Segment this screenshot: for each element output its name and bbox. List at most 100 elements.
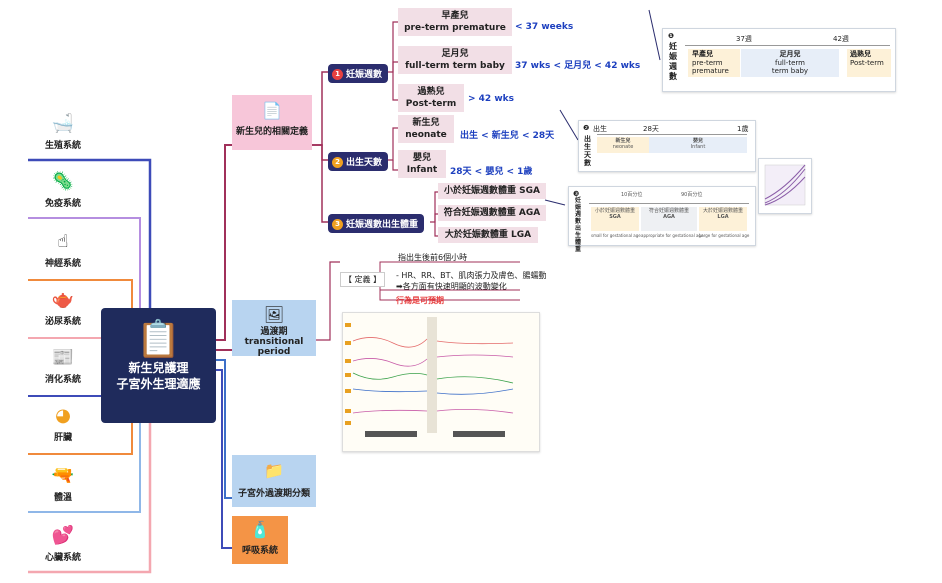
growth-chart-thumbnail [758, 158, 812, 214]
leaf-postterm[interactable]: 過熟兒 Post-term [398, 84, 464, 112]
central-title-line1: 新生兒護理 [128, 361, 189, 375]
branch-transition[interactable]: 🖼 過渡期 transitional period [232, 300, 316, 357]
branch-label: 子宮外過渡期分類 [237, 489, 310, 499]
branch-respiratory[interactable]: 🧴 呼吸系統 [232, 516, 288, 564]
number-badge: 2 [332, 157, 343, 168]
leaf-lga[interactable]: 大於妊娠數體重 LGA [438, 227, 538, 243]
transition-physiology-chart [342, 312, 540, 452]
sub-lga: Large for gestational age [699, 233, 750, 238]
system-digestive[interactable]: 📰 消化系統 [28, 347, 98, 386]
thermometer-gun-icon: 🔫 [51, 465, 75, 486]
growth-chart-graphic [764, 164, 806, 206]
sub-aga: appropriate for gestational age [641, 233, 704, 238]
note-first-6h: 指出生後前6個小時 [398, 253, 468, 262]
definition-tag: 【 定義 】 [340, 272, 386, 287]
leaf-en: Infant [406, 165, 438, 175]
virus-icon: 🦠 [51, 171, 75, 192]
system-label: 肝臟 [53, 433, 72, 443]
system-label: 體溫 [53, 493, 72, 503]
leaf-sga[interactable]: 小於妊娠週數體重 SGA [438, 183, 546, 199]
physiology-chart-graphic [343, 313, 539, 451]
leaf-aga[interactable]: 符合妊娠週數體重 AGA [438, 205, 546, 221]
system-temperature[interactable]: 🔫 體溫 [28, 465, 98, 504]
hearts-icon: 💕 [51, 525, 75, 546]
leaf-en: neonate [405, 130, 447, 140]
leaf-en: pre-term premature [404, 23, 506, 33]
col-aga: 符合妊娠週數體重 AGA [641, 207, 697, 231]
system-label: 消化系統 [44, 375, 81, 385]
system-label: 神經系統 [44, 259, 81, 269]
central-topic[interactable]: 📋 新生兒護理 子宮外生理適應 [101, 308, 216, 423]
note-fullterm: 37 wks < 足月兒 < 42 wks [515, 61, 641, 71]
leaf-infant[interactable]: 嬰兒 Infant [398, 150, 446, 178]
central-title-line2: 子宮外生理適應 [116, 377, 201, 391]
system-label: 心臟系統 [44, 553, 81, 563]
bathtub-icon: 🛁 [51, 113, 75, 134]
branch-label-en: transitional period [244, 337, 304, 357]
label-37w: 37週 [736, 35, 752, 43]
gestation-timeline-card: ❶ 妊娠週數 37週 42週 早產兒 pre-term premature 足月… [662, 28, 896, 92]
birthdays-timeline-card: ❷ 出生 28天 1歲 出生天數 新生兒 neonate 嬰兒 Infant [578, 120, 756, 172]
leaf-en: full-term term baby [405, 61, 505, 71]
branch-label: 呼吸系統 [241, 546, 278, 556]
label-p90: 90百分位 [681, 192, 703, 198]
leaf-neonate[interactable]: 新生兒 neonate [398, 115, 454, 143]
col-postterm: 過熟兒 Post-term [847, 49, 891, 77]
bottle-icon: 🧴 [250, 520, 270, 539]
note-preterm: < 37 weeks [515, 22, 574, 32]
note-neonate: 出生 < 新生兒 < 28天 [460, 131, 555, 141]
card-number: ❶ [668, 32, 674, 40]
label-born: 出生 [593, 125, 607, 133]
hand-touch-icon: ☝ [57, 231, 69, 252]
label-42w: 42週 [833, 35, 849, 43]
pill-label: 妊娠週數出生體重 [346, 220, 419, 230]
col-neonate: 新生兒 neonate [597, 137, 649, 153]
col-sga: 小於妊娠週數體重 SGA [591, 207, 639, 231]
note-infant: 28天 < 嬰兒 < 1歲 [450, 167, 533, 177]
folder-icon: 📁 [264, 461, 284, 480]
system-liver[interactable]: ◕ 肝臟 [28, 405, 98, 444]
system-urinary[interactable]: 🫖 泌尿系統 [28, 290, 98, 328]
number-badge: 1 [332, 69, 343, 80]
weight-percentile-card: ❸ 妊娠週數出生體重 10百分位 90百分位 小於妊娠週數體重 SGA 符合妊娠… [568, 186, 756, 253]
leaf-zh: 嬰兒 [412, 153, 431, 163]
newspaper-icon: 📰 [51, 347, 75, 368]
branch-definition[interactable]: 📄 新生兒的相關定義 [232, 95, 312, 150]
card-title: 妊娠週數 [669, 42, 677, 81]
system-cardiac[interactable]: 💕 心臟系統 [28, 525, 98, 564]
col-preterm: 早產兒 pre-term premature [688, 49, 740, 77]
system-label: 生殖系統 [44, 141, 81, 151]
system-label: 免疫系統 [44, 199, 81, 209]
system-immune[interactable]: 🦠 免疫系統 [28, 171, 98, 210]
document-icon: 📄 [262, 101, 282, 120]
leaf-zh: 早產兒 [441, 11, 469, 21]
pill-label: 出生天數 [346, 158, 383, 168]
system-nervous[interactable]: ☝ 神經系統 [28, 231, 98, 270]
pill-label: 妊娠週數 [346, 70, 383, 80]
label-p10: 10百分位 [621, 192, 643, 198]
branch-label: 新生兒的相關定義 [235, 127, 308, 137]
branch-classification[interactable]: 📁 子宮外過渡期分類 [232, 455, 316, 507]
card-number: ❷ [583, 124, 590, 132]
card-title: 妊娠週數出生體重 [575, 197, 582, 253]
note-vitals: - HR、RR、BT、肌肉張力及膚色、腸蠕動 [396, 271, 547, 280]
leaf-zh: 過熟兒 [417, 87, 445, 97]
leaf-zh: 足月兒 [441, 49, 469, 59]
col-lga: 大於妊娠週數體重 LGA [699, 207, 747, 231]
branch-label-zh: 過渡期 [260, 327, 288, 337]
leaf-preterm[interactable]: 早產兒 pre-term premature [398, 8, 512, 36]
number-badge: 3 [332, 219, 343, 230]
note-postterm: > 42 wks [468, 94, 514, 104]
system-reproductive[interactable]: 🛁 生殖系統 [28, 113, 98, 152]
leaf-zh: 新生兒 [412, 118, 440, 128]
label-28d: 28天 [643, 125, 659, 133]
label-1y: 1歲 [737, 125, 749, 133]
card-title: 出生天數 [584, 135, 591, 167]
leaf-fullterm[interactable]: 足月兒 full-term term baby [398, 46, 512, 74]
clipboard-pencil-icon: 📋 [136, 319, 181, 360]
image-icon: 🖼 [263, 305, 285, 324]
pacman-icon: ◕ [55, 405, 71, 426]
